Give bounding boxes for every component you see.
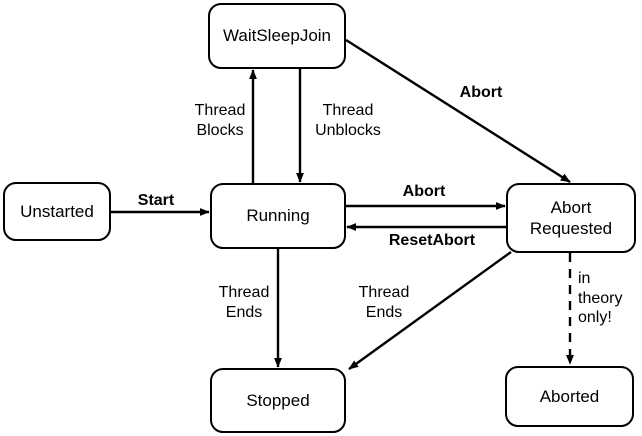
state-node-label: WaitSleepJoin (222, 26, 332, 46)
edge-label-in-theory-only: in theory only! (578, 270, 623, 327)
state-node-unstarted[interactable]: Unstarted (3, 182, 111, 241)
state-node-label: Stopped (246, 390, 310, 410)
state-node-label: Running (246, 206, 310, 226)
state-node-waitsleepjoin[interactable]: WaitSleepJoin (208, 3, 346, 69)
state-node-label: Unstarted (20, 201, 94, 221)
edge-label-reset-abort: ResetAbort (388, 232, 476, 249)
edge-label-thread-unblocks: Thread Unblocks (315, 102, 381, 139)
edge-label-abort: Abort (402, 183, 446, 200)
state-node-abort-requested[interactable]: Abort Requested (506, 183, 636, 253)
state-node-running[interactable]: Running (210, 183, 346, 249)
edge-label-abort-diagonal: Abort (459, 84, 503, 101)
edge-label-thread-blocks: Thread Blocks (194, 102, 246, 139)
edge-thread-ends-abort-requested (348, 251, 512, 370)
edge-label-thread-ends-abort-requested: Thread Ends (358, 284, 410, 321)
edge-label-thread-ends-running: Thread Ends (218, 284, 270, 321)
edge-abort-diagonal (345, 38, 571, 184)
state-node-label: Abort Requested (529, 197, 613, 238)
state-node-label: Aborted (539, 386, 600, 406)
edge-label-start: Start (137, 192, 175, 209)
state-node-aborted[interactable]: Aborted (505, 366, 634, 427)
state-node-stopped[interactable]: Stopped (210, 368, 346, 433)
